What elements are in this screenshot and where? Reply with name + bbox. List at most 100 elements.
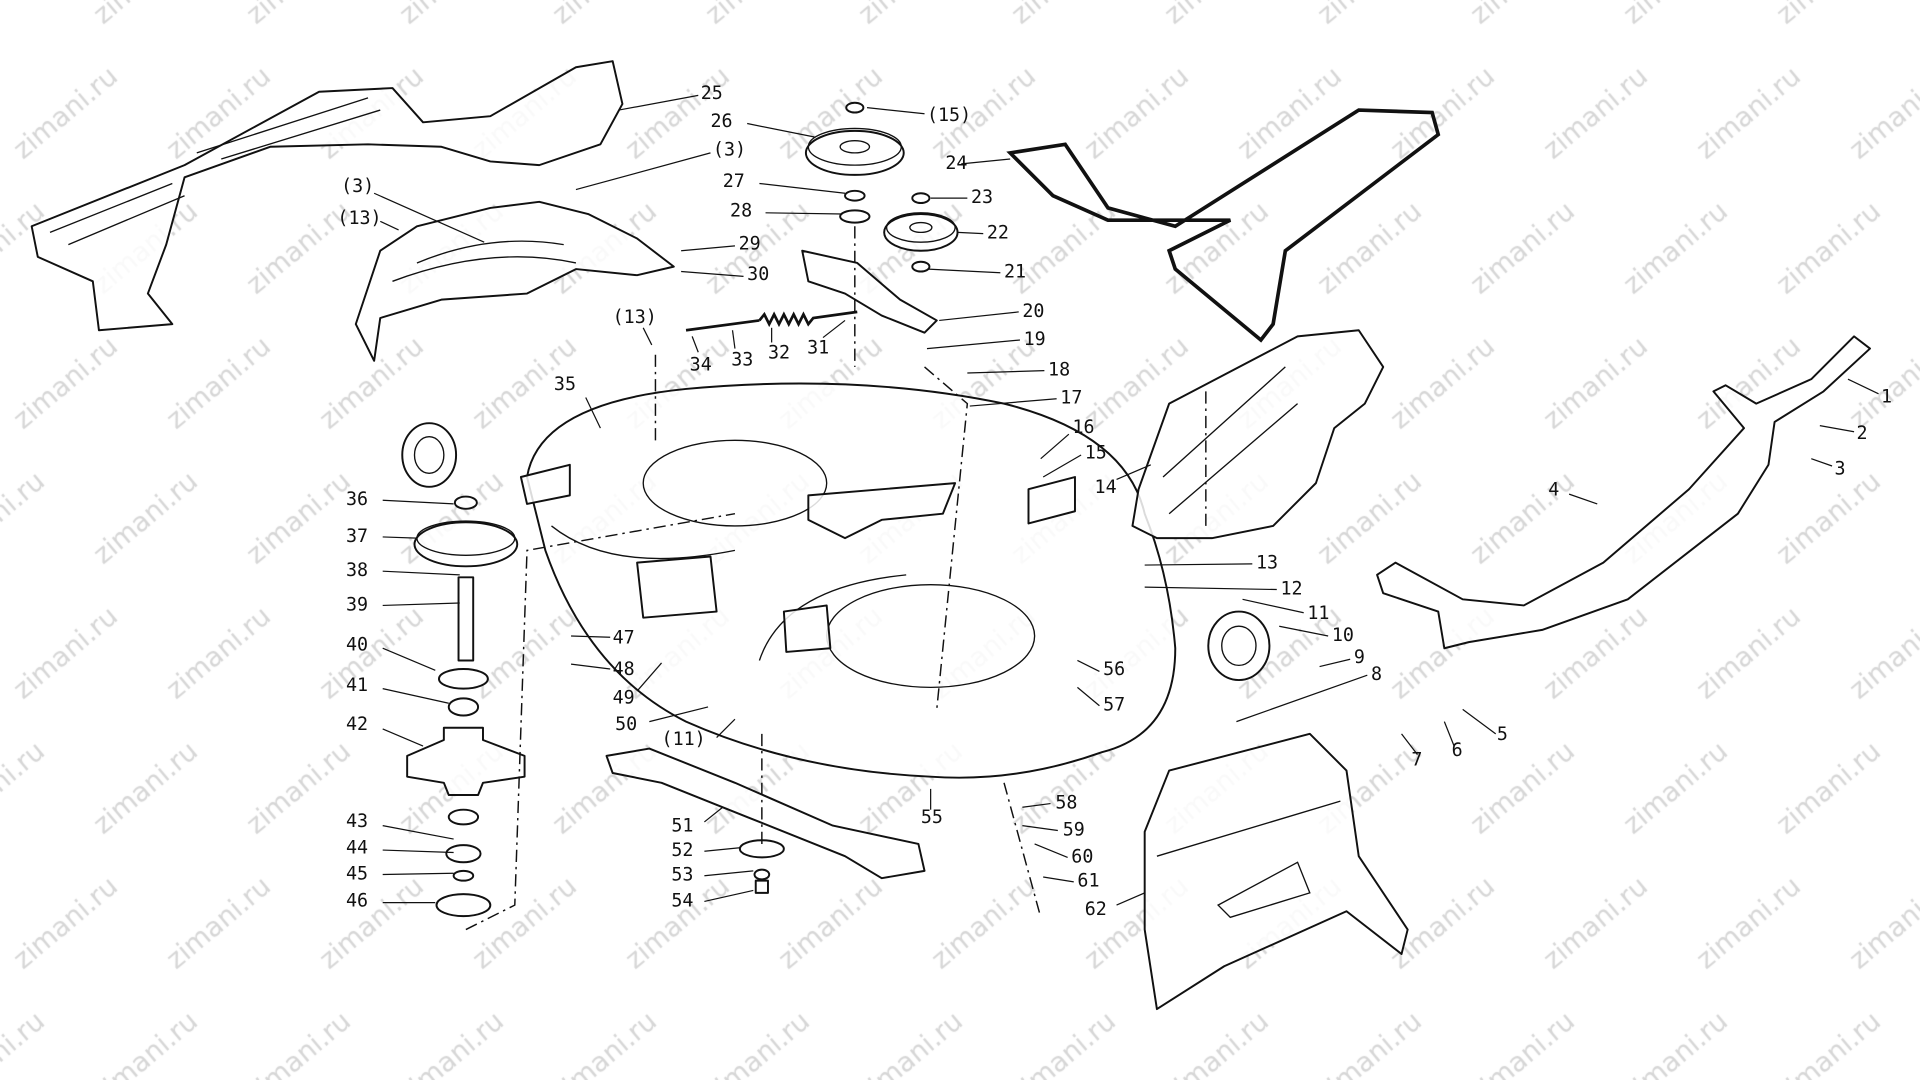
discharge-chute [1143, 732, 1409, 1011]
side-duct [1131, 329, 1385, 540]
part-number-label: 6 [1452, 740, 1463, 761]
leader-line [373, 192, 485, 243]
leader-line [681, 270, 744, 278]
rear-cover-left [30, 60, 624, 332]
part-number-label: 45 [346, 863, 368, 884]
part-number-label: (13) [337, 208, 381, 229]
part-number-label: 14 [1095, 477, 1117, 498]
part-number-label: (15) [927, 105, 971, 126]
part-number-label: 52 [671, 840, 693, 861]
leader-line [618, 94, 699, 111]
part-number-label: 36 [346, 489, 368, 510]
part-number-label: 34 [690, 355, 712, 376]
part-number-label: 5 [1497, 724, 1508, 745]
leader-line [957, 231, 984, 235]
leader-line [1443, 721, 1455, 747]
leader-line [570, 663, 611, 670]
leader-line [939, 311, 1019, 322]
leader-line [382, 688, 449, 704]
spindle-shaft [457, 576, 475, 662]
part-number-label: 37 [346, 526, 368, 547]
part-number-label: 23 [971, 187, 993, 208]
part-number-label: 26 [710, 111, 732, 132]
part-number-label: 54 [671, 890, 693, 911]
part-number-label: 50 [615, 714, 637, 735]
leader-line [1043, 876, 1074, 883]
wheel-right [1207, 610, 1271, 682]
part-number-label: 51 [671, 816, 693, 837]
leader-line [969, 398, 1057, 407]
leader-line [1568, 493, 1598, 505]
part-number-label: 22 [987, 223, 1009, 244]
leader-line [691, 336, 699, 353]
part-number-label: 55 [921, 807, 943, 828]
leader-line [585, 397, 601, 429]
spindle-housing [406, 726, 526, 796]
part-number-label: 19 [1024, 329, 1046, 350]
leader-line [1279, 625, 1329, 637]
belt-cover [354, 200, 675, 362]
part-number-label: 41 [346, 675, 368, 696]
part-number-label: 49 [613, 687, 635, 708]
part-number-label: 57 [1103, 695, 1125, 716]
front-bumper [1376, 335, 1871, 650]
leader-line [575, 152, 711, 191]
leader-line [704, 847, 742, 852]
part-number-label: 7 [1411, 750, 1422, 771]
leader-line [1236, 674, 1368, 723]
part-number-label: 60 [1071, 846, 1093, 867]
leader-line [704, 889, 754, 903]
leader-line [649, 706, 709, 723]
part-number-label: 33 [731, 350, 753, 371]
leader-line [1847, 378, 1879, 395]
part-number-label: 25 [701, 83, 723, 104]
leader-line [382, 824, 454, 840]
leader-line [382, 647, 436, 671]
part-number-label: 30 [747, 264, 769, 285]
leader-line [1040, 433, 1070, 460]
leader-line [1462, 708, 1497, 735]
part-number-label: 53 [671, 865, 693, 886]
part-number-label: 13 [1256, 553, 1278, 574]
part-number-label: 32 [768, 342, 790, 363]
leader-line [1116, 464, 1152, 481]
part-number-label: 56 [1103, 659, 1125, 680]
part-number-label: 9 [1354, 647, 1365, 668]
leader-line [703, 806, 724, 823]
leader-line [1401, 733, 1418, 756]
leader-line [765, 212, 843, 215]
leader-line [1319, 658, 1351, 668]
part-number-label: 61 [1077, 871, 1099, 892]
leader-line [759, 182, 846, 194]
part-number-label: 58 [1055, 792, 1077, 813]
leader-line [382, 728, 424, 747]
leader-line [382, 602, 460, 607]
leader-line [1116, 892, 1145, 906]
leader-line [1811, 458, 1833, 467]
leader-line [961, 158, 1011, 165]
leader-line [379, 220, 399, 231]
leader-line [1034, 843, 1068, 858]
parts-layer [30, 60, 1871, 1011]
leader-line [1819, 425, 1855, 433]
leader-line [967, 369, 1045, 374]
part-number-label: 28 [730, 200, 752, 221]
leader-line [571, 635, 611, 638]
cutting-deck [526, 382, 1177, 779]
part-number-label: 24 [945, 153, 967, 174]
leader-line [382, 499, 454, 505]
part-number-label: 39 [346, 594, 368, 615]
idler-arm [801, 249, 938, 334]
part-number-label: 42 [346, 714, 368, 735]
leader-line [704, 870, 754, 877]
part-number-label: 1 [1881, 386, 1892, 407]
part-number-label: (11) [662, 729, 706, 750]
leader-line [1077, 659, 1100, 673]
leader-line [866, 107, 925, 115]
leader-line [636, 662, 663, 692]
part-number-label: (3) [713, 139, 746, 160]
leader-line [382, 872, 454, 876]
part-number-label: 27 [723, 171, 745, 192]
tension-spring [685, 310, 858, 332]
